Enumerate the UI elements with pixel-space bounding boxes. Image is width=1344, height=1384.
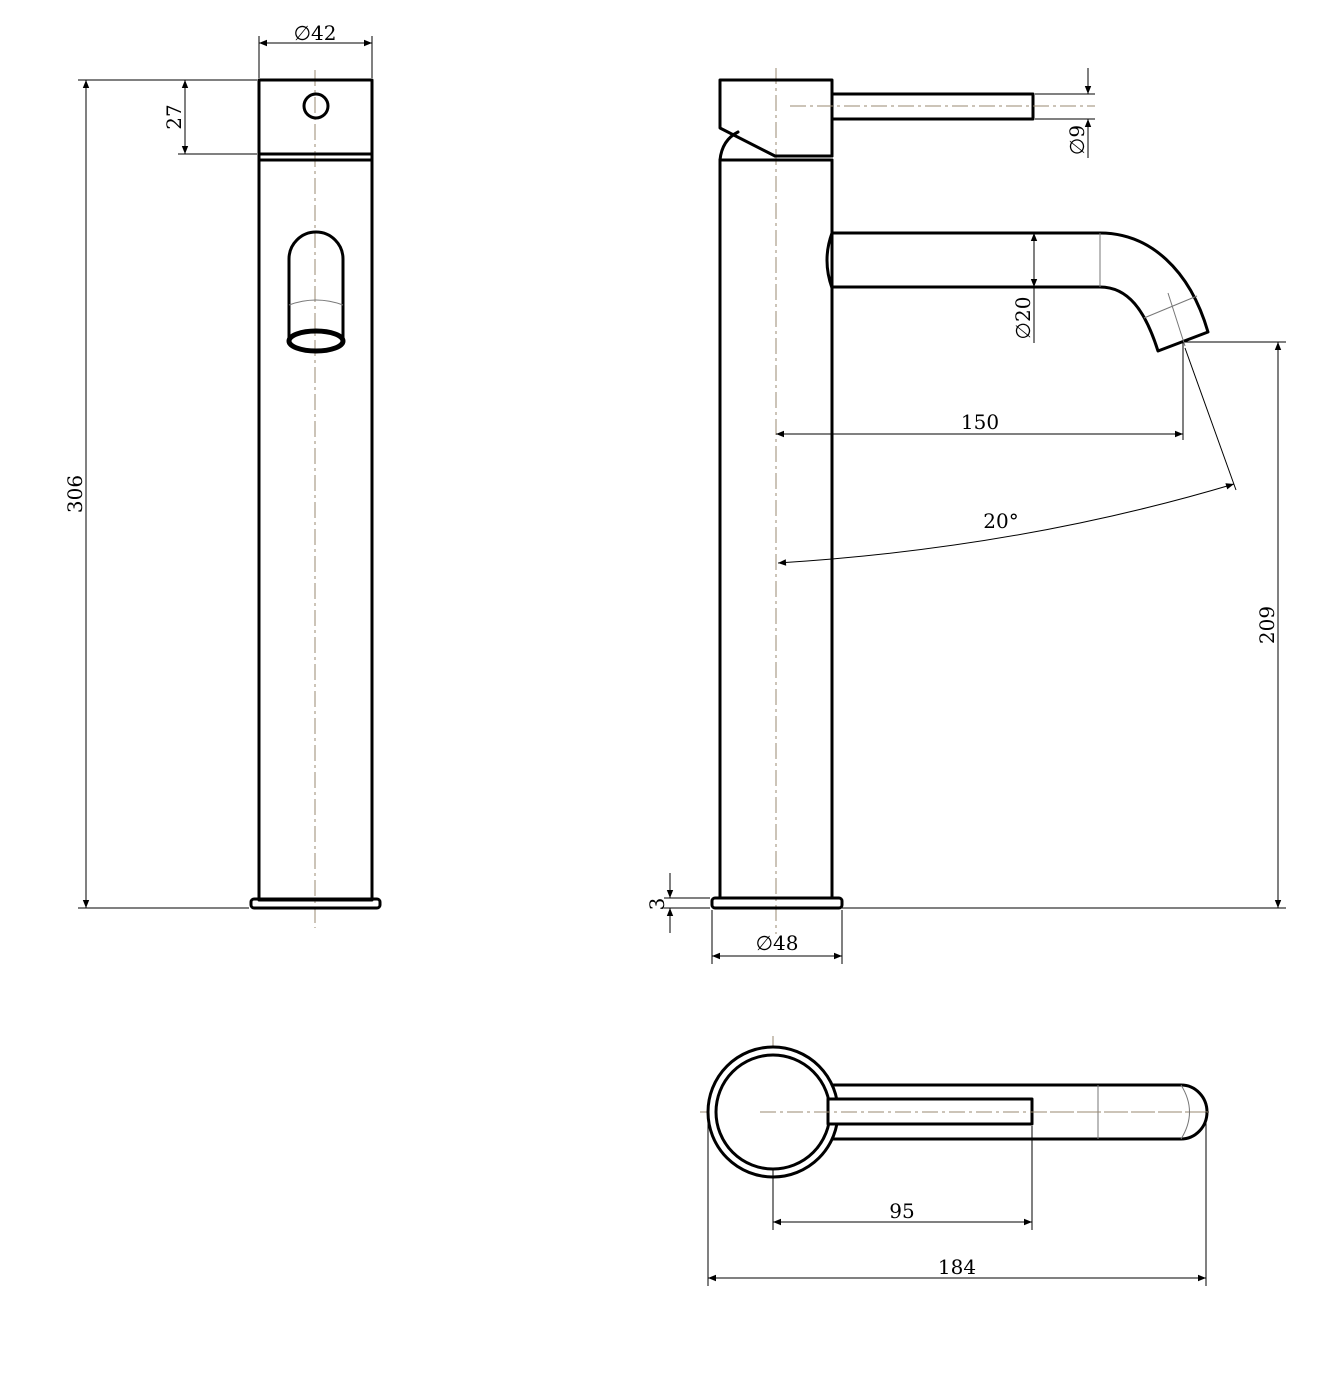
front-spout-bend: [288, 299, 344, 306]
dim-base-thickness: 3: [645, 898, 669, 911]
dim-overall-length: 184: [938, 1255, 976, 1279]
dim-outlet-height: 209: [1255, 606, 1279, 644]
dim-spout-diameter: ∅20: [1011, 297, 1035, 340]
top-view: 95 184: [700, 1036, 1212, 1286]
dim-angle: 20°: [983, 509, 1018, 533]
dim-cap-height: 27: [162, 104, 186, 129]
dim-total-height: 306: [63, 475, 87, 513]
front-spout-outlet: [286, 328, 346, 354]
front-view: ∅42 27 306: [63, 21, 382, 928]
front-base: [249, 897, 382, 910]
side-base: [710, 896, 844, 910]
dim-angle-arc: [777, 483, 1235, 566]
dim-reach: 150: [961, 410, 999, 434]
side-handle-neck: [718, 130, 740, 162]
side-view: ∅9 ∅20 150 20° 209 3 ∅48: [645, 68, 1286, 964]
front-lever-hole: [302, 92, 330, 120]
dim-handle-length: 95: [889, 1199, 914, 1223]
dim-handle-diameter: ∅9: [1065, 125, 1089, 155]
front-spout: [287, 230, 345, 343]
side-spout: [830, 231, 1210, 353]
dim-top-diameter: ∅42: [294, 21, 337, 45]
dim-base-diameter: ∅48: [756, 931, 799, 955]
